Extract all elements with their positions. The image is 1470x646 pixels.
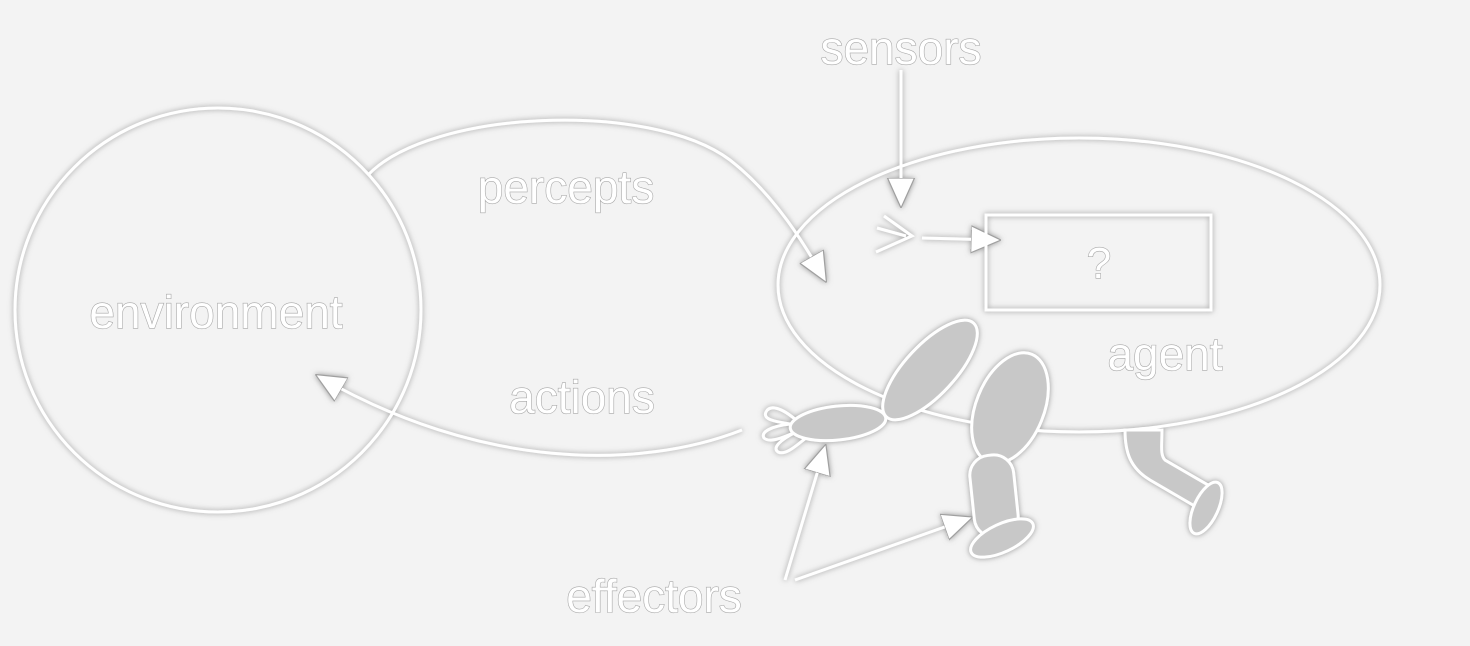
agent-label: agent (1107, 328, 1222, 380)
effectors-label: effectors (566, 570, 742, 622)
agent-program-box (984, 213, 1213, 312)
upper-arm-shape (881, 318, 979, 422)
front-foot-shape (969, 517, 1035, 559)
sensor-eye-icon (875, 214, 916, 254)
back-foot-shape (1188, 480, 1224, 536)
percepts-label: percepts (478, 161, 654, 213)
forearm-shape (788, 403, 888, 443)
front-thigh-shape (970, 351, 1050, 465)
actions-label: actions (509, 371, 655, 423)
sensors-label: sensors (820, 22, 981, 74)
agent-ellipse (776, 136, 1382, 434)
back-leg-shape (1123, 428, 1210, 511)
percepts-arrow (366, 118, 825, 280)
effectors-arm-arrow (783, 447, 825, 581)
environment-circle (13, 106, 423, 514)
unknown-label: ? (1087, 239, 1111, 288)
hand-icon (761, 406, 807, 455)
effectors-leg-arrow (794, 518, 970, 582)
environment-label: environment (89, 286, 342, 338)
actions-arrow (318, 376, 743, 457)
